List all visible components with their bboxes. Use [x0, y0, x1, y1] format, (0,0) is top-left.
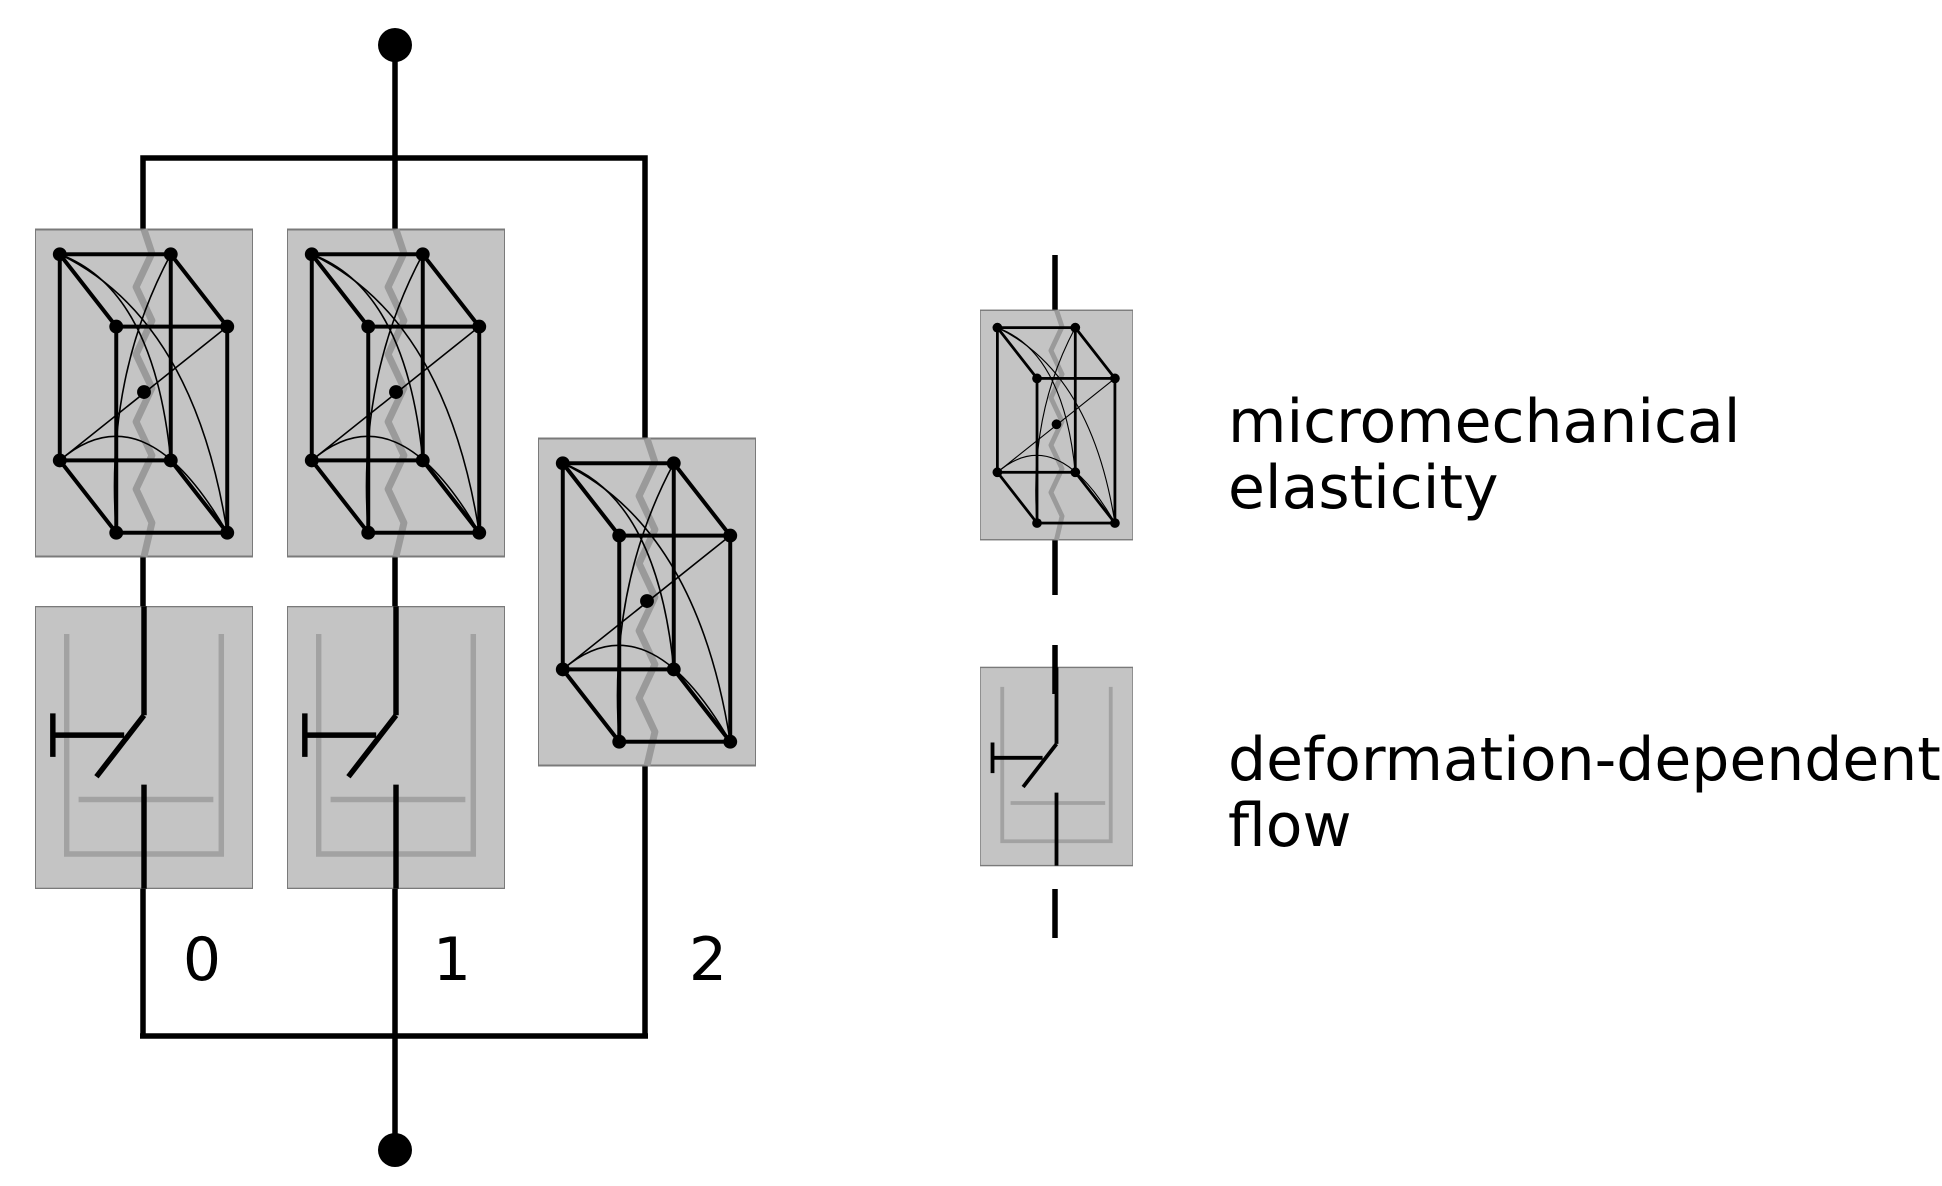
- branch-2: [538, 439, 756, 766]
- rve-cube-icon: [287, 230, 505, 557]
- rve-cube-icon: [35, 230, 253, 557]
- top-terminal-node: [378, 28, 412, 62]
- rve-cube-icon: [980, 310, 1133, 540]
- dashpot-slider-icon: [287, 606, 505, 888]
- legend-elasticity: micromechanical elasticity: [980, 255, 1740, 595]
- legend-flow: deformation-dependent flow: [980, 645, 1941, 938]
- rve-cube-icon: [538, 439, 756, 766]
- branch-label-2: 2: [689, 925, 727, 995]
- legend-flow-line1: deformation-dependent: [1228, 725, 1941, 795]
- branch-label-0: 0: [183, 925, 221, 995]
- branch-label-1: 1: [433, 925, 471, 995]
- legend-elasticity-line1: micromechanical: [1228, 387, 1740, 457]
- dashpot-slider-icon: [35, 606, 253, 888]
- legend-flow-line2: flow: [1228, 791, 1352, 861]
- dashpot-slider-icon: [980, 667, 1133, 865]
- legend-elasticity-line2: elasticity: [1228, 453, 1499, 523]
- bottom-terminal-node: [378, 1133, 412, 1167]
